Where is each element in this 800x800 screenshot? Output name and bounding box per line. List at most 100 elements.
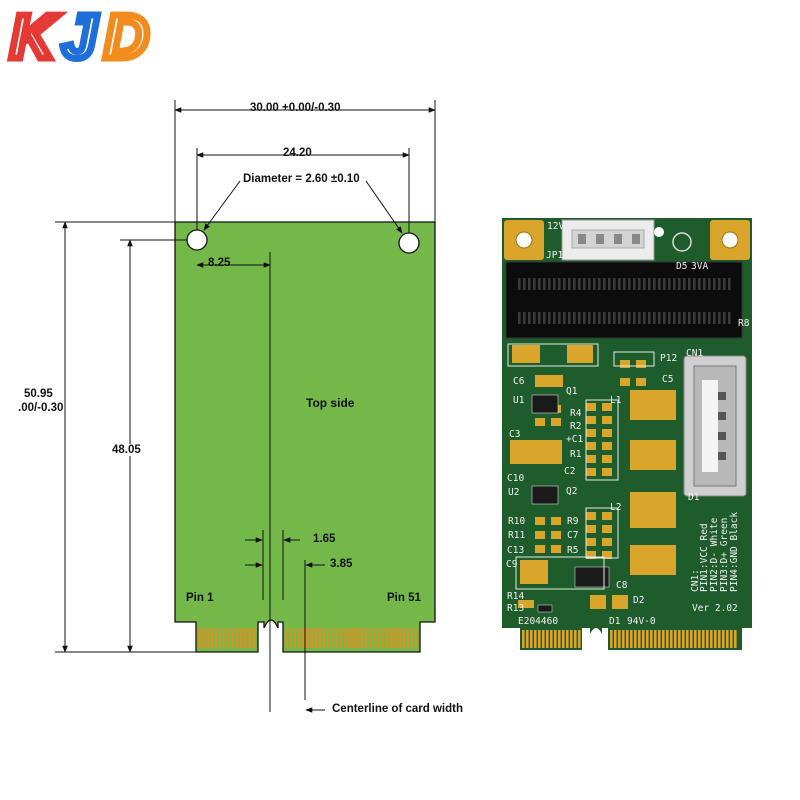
edge-pin — [385, 628, 389, 648]
edge-pin — [335, 628, 338, 648]
edge-pin — [406, 628, 410, 648]
pcb-label-c13: C13 — [507, 545, 525, 556]
edge-pin — [206, 628, 209, 648]
pcb-label-c1: +C1 — [566, 434, 584, 445]
pcb-label-r1: R1 — [570, 449, 582, 460]
edge-pin — [214, 628, 218, 648]
dim-key-offset-1: 1.65 — [313, 533, 336, 545]
edge-pin — [381, 628, 385, 648]
edge-pin — [339, 628, 343, 648]
pcb-label-e204460: E204460 — [518, 616, 559, 627]
pcb-label-cn1: CN1 — [686, 348, 704, 359]
pcb-label-l2: L2 — [610, 502, 622, 513]
pcb-label-r5: R5 — [567, 545, 579, 556]
edge-pin — [306, 628, 309, 648]
dim-hole-diameter: Diameter = 2.60 ±0.10 — [243, 173, 360, 185]
brand-logo: K J D — [7, 2, 153, 66]
edge-pin — [394, 628, 397, 648]
dim-key-offset-2: 3.85 — [330, 558, 353, 570]
edge-pin — [223, 628, 226, 648]
logo-letter-d: D — [104, 3, 149, 66]
pin-1-label: Pin 1 — [186, 592, 214, 604]
centerline-label: Centerline of card width — [332, 703, 463, 715]
edge-pin — [415, 628, 418, 648]
logo-letter-j: J — [62, 3, 98, 66]
edge-pin — [364, 628, 368, 648]
edge-pin — [202, 628, 205, 648]
pcb-label-c7: C7 — [567, 530, 579, 541]
edge-pin — [327, 628, 330, 648]
pcb-label-c2: C2 — [564, 466, 576, 477]
pin-51-label: Pin 51 — [387, 592, 421, 604]
edge-pin — [235, 628, 239, 648]
dim-card-length: 50.95 — [24, 388, 53, 400]
mounting-hole-right — [398, 232, 420, 254]
edge-pin — [293, 628, 296, 648]
pcb-label-d2: D2 — [633, 595, 645, 606]
face-label: Top side — [306, 396, 355, 410]
pcb-label-r11: R11 — [508, 530, 526, 541]
edge-pin — [301, 628, 305, 648]
edge-pin — [390, 628, 393, 648]
pcb-label-c6: C6 — [513, 376, 525, 387]
edge-pin — [289, 628, 292, 648]
edge-pin — [398, 628, 401, 648]
pcb-label-94v0: 94V-0 — [627, 616, 656, 627]
pcb-label-r4: R4 — [570, 408, 582, 419]
dim-hole-offset: 8.25 — [208, 257, 231, 269]
edge-pin — [198, 628, 201, 648]
edge-pin — [219, 628, 222, 648]
edge-pin — [297, 628, 301, 648]
edge-pin — [377, 628, 380, 648]
pinout-line-5: PIN4:GND Black — [729, 511, 740, 592]
edge-pin — [227, 628, 230, 648]
pcb-label-r14: R14 — [507, 591, 525, 602]
pcb-label-r10: R10 — [508, 516, 526, 527]
pcb-label-u1: U1 — [513, 395, 525, 406]
pcb-label-l1: L1 — [610, 395, 622, 406]
pcb-label-c10: C10 — [507, 473, 525, 484]
pcb-label-q1: Q1 — [566, 386, 578, 397]
logo-letter-k: K — [10, 3, 59, 66]
pcb-label-c5: C5 — [662, 374, 674, 385]
edge-pin — [369, 628, 372, 648]
dim-card-width: 30.00 +0.00/-0.30 — [250, 102, 341, 114]
pcb-label-q2: Q2 — [566, 486, 578, 497]
edge-pin — [244, 628, 247, 648]
pcb-label-jp1: JP1 — [546, 250, 564, 261]
pcb-label-r9: R9 — [567, 516, 579, 527]
dim-hole-spacing: 24.20 — [283, 147, 312, 159]
pcb-label-c8: C8 — [616, 580, 628, 591]
pcb-label-c3: C3 — [509, 429, 521, 440]
edge-pin — [411, 628, 414, 648]
edge-pin — [210, 628, 214, 648]
edge-pin — [314, 628, 317, 648]
edge-connector-pins — [198, 628, 418, 648]
edge-pin — [231, 628, 235, 648]
pcb-label-r2: R2 — [570, 421, 582, 432]
edge-pin — [252, 628, 256, 648]
pcb-label-r13: R13 — [507, 603, 525, 614]
edge-pin — [360, 628, 364, 648]
pcb-label-u2: U2 — [508, 487, 520, 498]
pcb-label-version: Ver 2.02 — [692, 603, 738, 614]
pcb-label-d5: D5 — [676, 261, 688, 272]
edge-pin — [318, 628, 322, 648]
edge-pin — [402, 628, 406, 648]
dim-hole-to-edge: 48.05 — [112, 444, 141, 456]
edge-pin — [248, 628, 251, 648]
edge-pin — [343, 628, 347, 648]
edge-pin — [240, 628, 243, 648]
edge-pin — [352, 628, 355, 648]
pcb-label-c9: C9 — [506, 559, 518, 570]
pcb-label-12v: 12V — [547, 221, 565, 232]
card-outline — [174, 221, 436, 653]
edge-pin — [285, 628, 288, 648]
pcb-label-d1-bottom: D1 — [609, 616, 621, 627]
edge-pin — [331, 628, 334, 648]
edge-pin — [348, 628, 351, 648]
edge-pin — [373, 628, 376, 648]
pcb-label-p12: P12 — [660, 353, 678, 364]
dim-card-length-tolerance: .00/-0.30 — [18, 402, 64, 414]
